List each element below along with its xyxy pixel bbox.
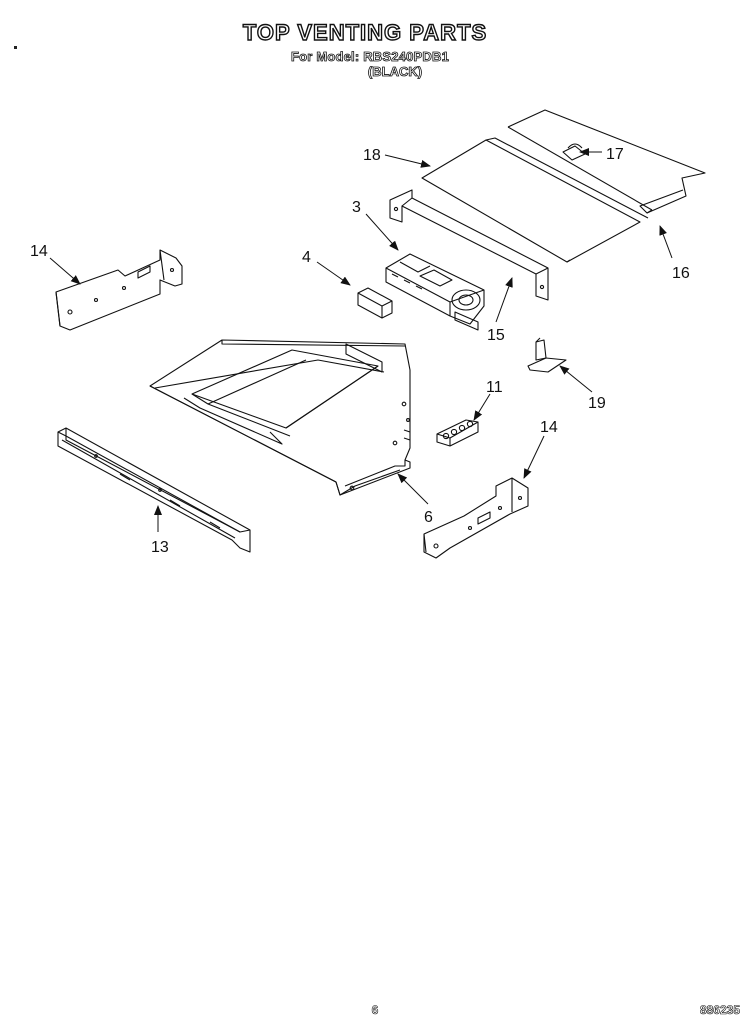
callout-13: 13	[151, 539, 169, 556]
callout-leaders	[49, 148, 673, 532]
part-11-terminal-block	[436, 419, 479, 447]
callout-14-right: 14	[540, 419, 558, 436]
part-14-right-bracket	[423, 477, 529, 559]
leader-14b	[523, 435, 545, 479]
part-4-small-block	[357, 287, 393, 319]
leader-19	[559, 365, 593, 393]
callout-6: 6	[424, 509, 433, 526]
leader-4	[316, 261, 351, 286]
callout-4: 4	[302, 249, 311, 266]
leader-15	[495, 277, 513, 323]
part-3-vent-motor	[385, 253, 485, 331]
callout-11: 11	[486, 379, 503, 396]
leader-3	[365, 213, 399, 251]
leader-16	[659, 225, 673, 259]
callout-16: 16	[672, 265, 690, 282]
callout-17: 17	[606, 146, 624, 163]
callout-14-left: 14	[30, 243, 48, 260]
document-reference: 886235	[699, 1003, 741, 1018]
callout-3: 3	[352, 199, 361, 216]
page-title: TOP VENTING PARTS	[242, 19, 488, 45]
part-13-trim-strip	[57, 427, 251, 553]
page-number: 6	[371, 1003, 379, 1018]
callout-18: 18	[363, 147, 381, 164]
callout-15: 15	[487, 327, 505, 344]
part-18-vent-panel	[421, 137, 649, 263]
part-14-left-bracket	[55, 249, 183, 331]
corner-registration-mark	[14, 46, 17, 49]
callout-labels: 18 17 16 3 4 14 15 11 19 14 6 13	[30, 146, 690, 556]
part-15-angle-bracket	[389, 189, 549, 301]
part-19-small-bracket	[527, 337, 567, 373]
leader-14a	[49, 257, 81, 285]
callout-19: 19	[588, 395, 606, 412]
leader-6	[397, 473, 429, 505]
model-line: For Model: RBS240PDB1	[290, 49, 450, 65]
vent-hood-assembly	[149, 339, 411, 496]
leader-18	[384, 154, 431, 168]
color-line: (BLACK)	[367, 64, 423, 80]
leader-11	[473, 393, 491, 421]
